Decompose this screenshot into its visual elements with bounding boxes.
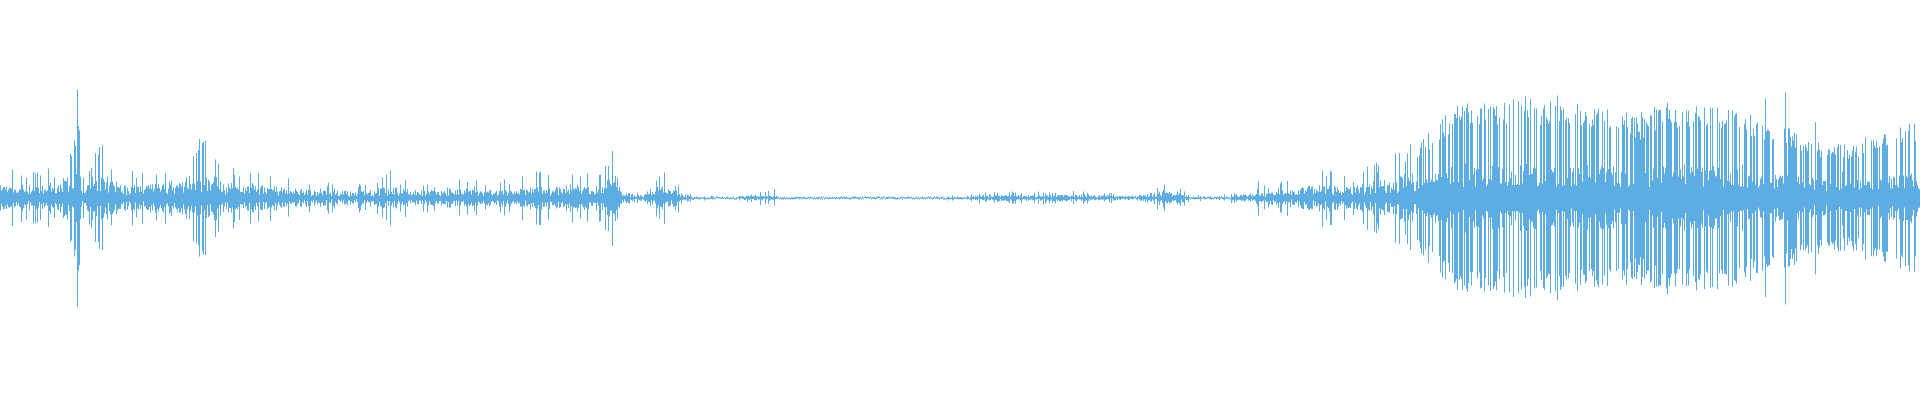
waveform-path: [0, 89, 1920, 307]
